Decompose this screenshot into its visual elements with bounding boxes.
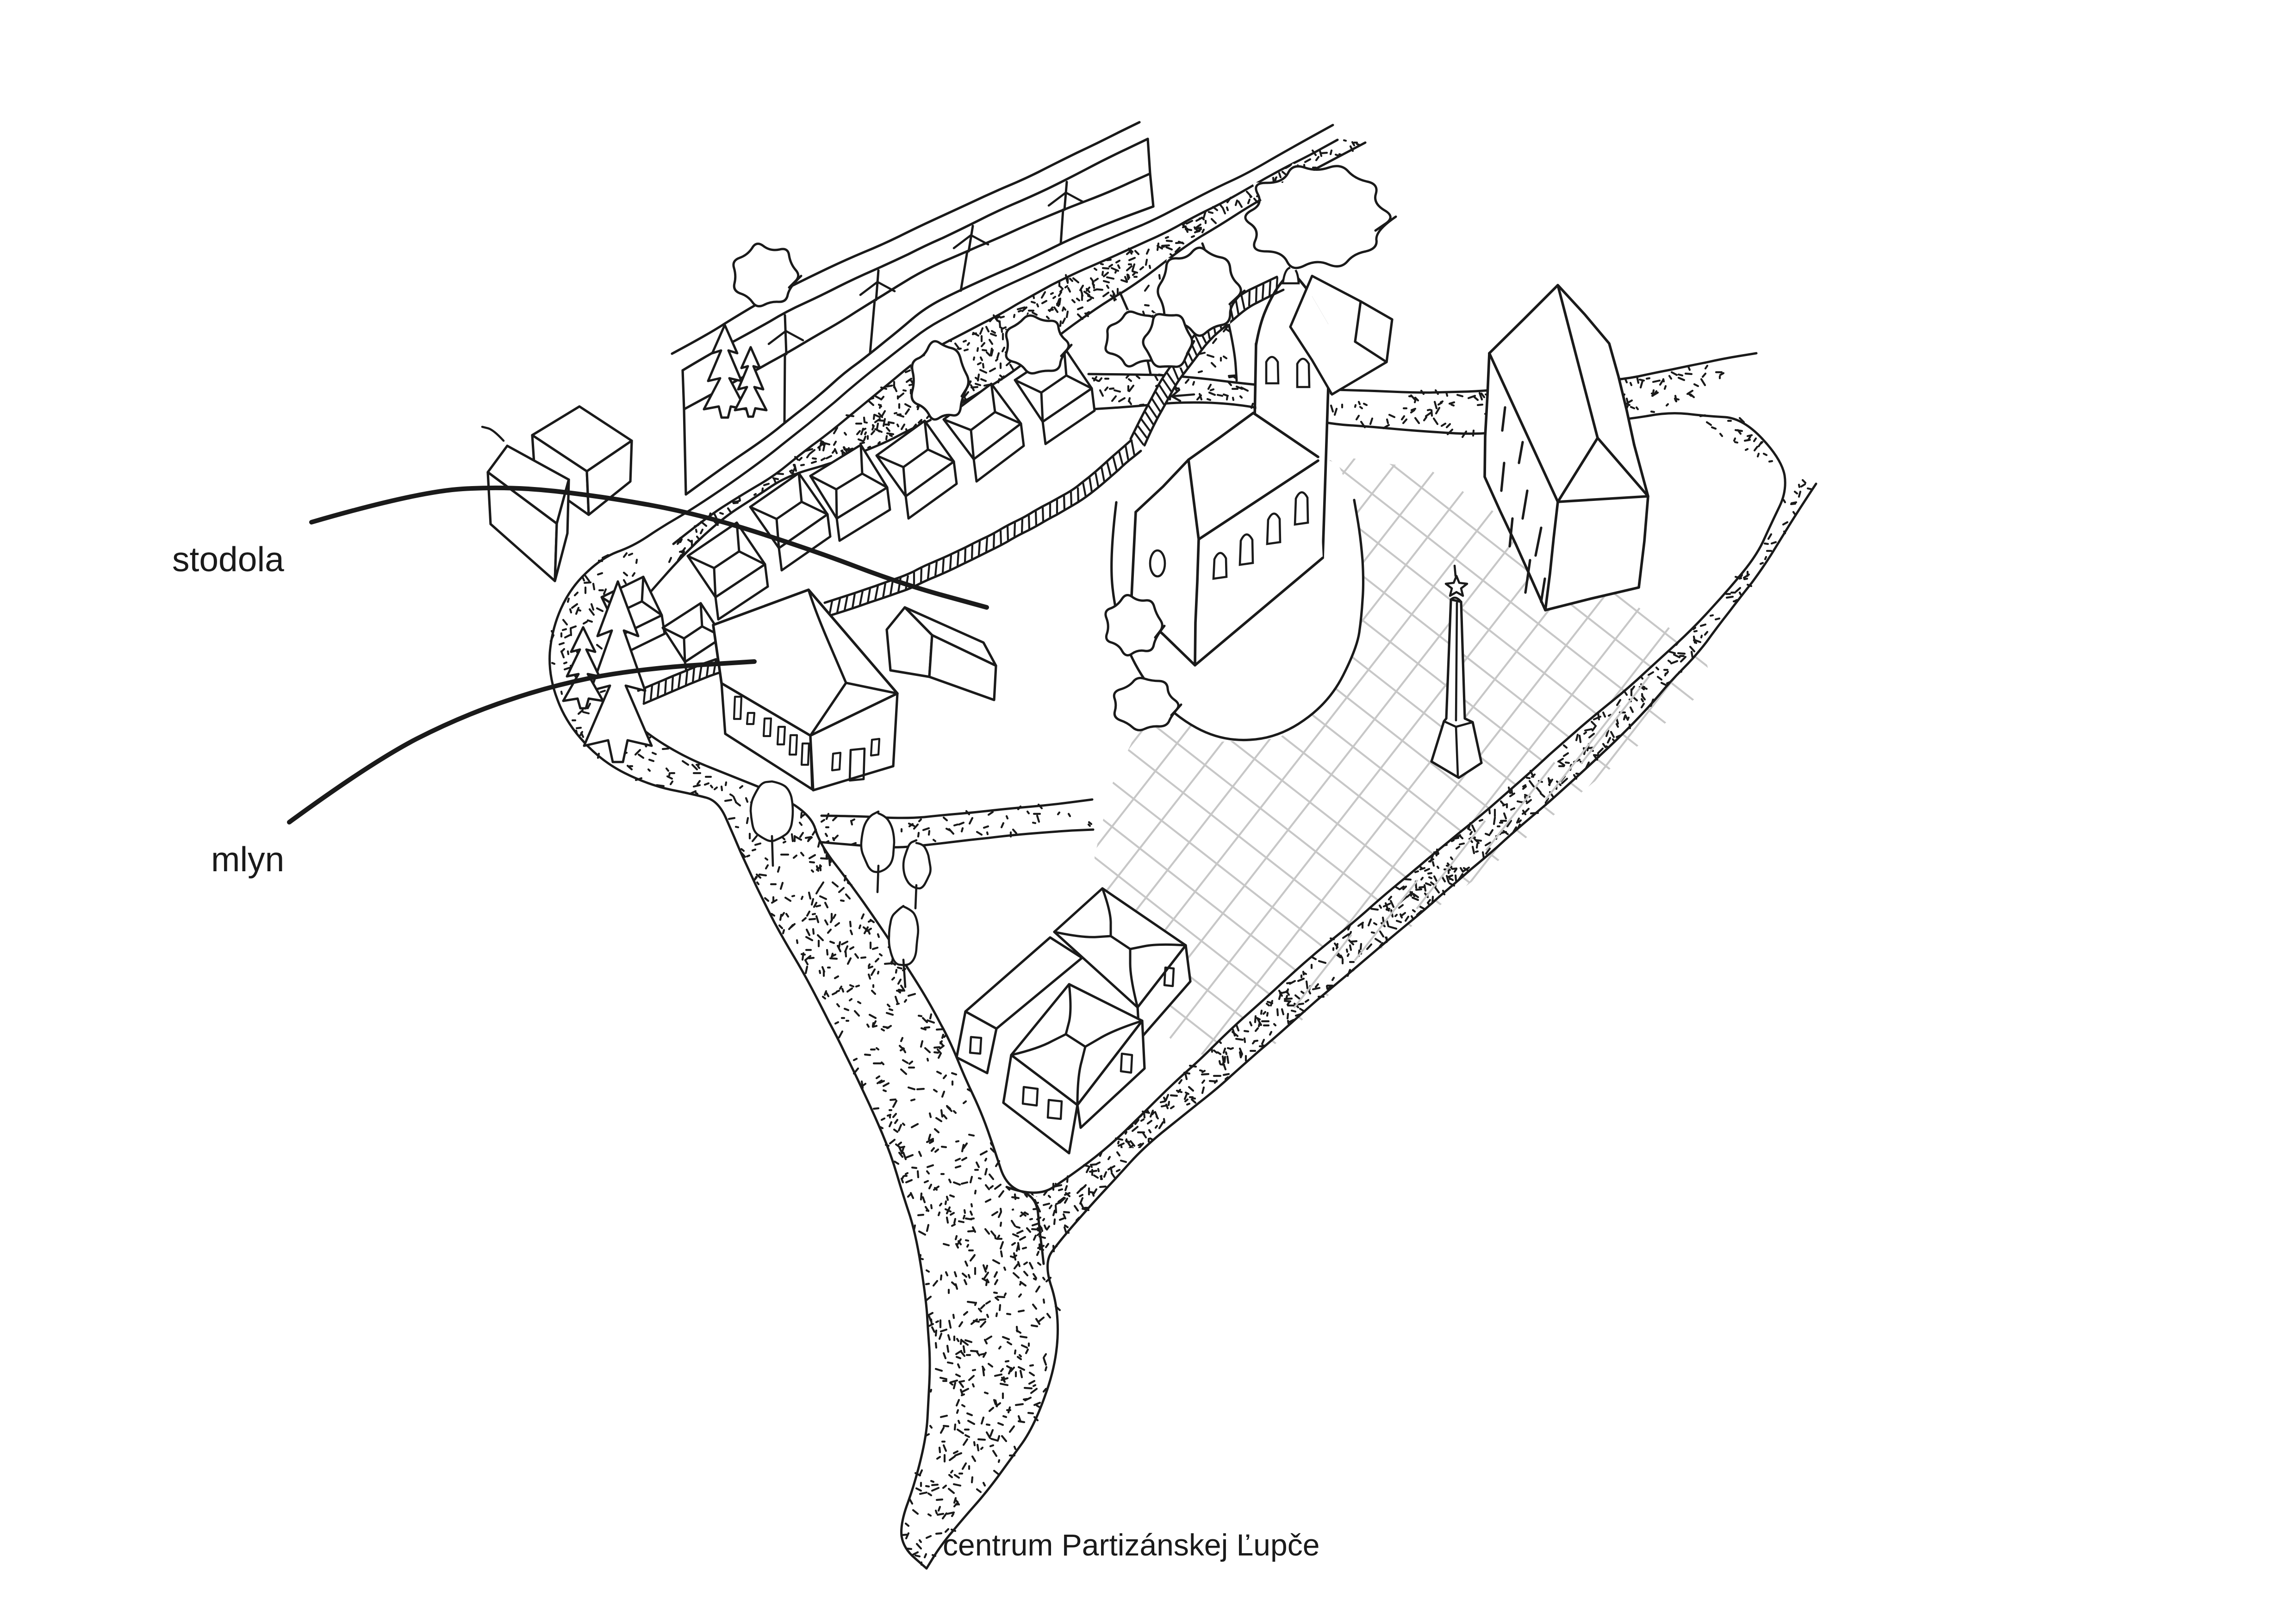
- svg-text:centrum Partizánskej Ľupče: centrum Partizánskej Ľupče: [943, 1528, 1319, 1562]
- svg-text:mlyn: mlyn: [211, 840, 284, 879]
- svg-text:stodola: stodola: [172, 540, 284, 579]
